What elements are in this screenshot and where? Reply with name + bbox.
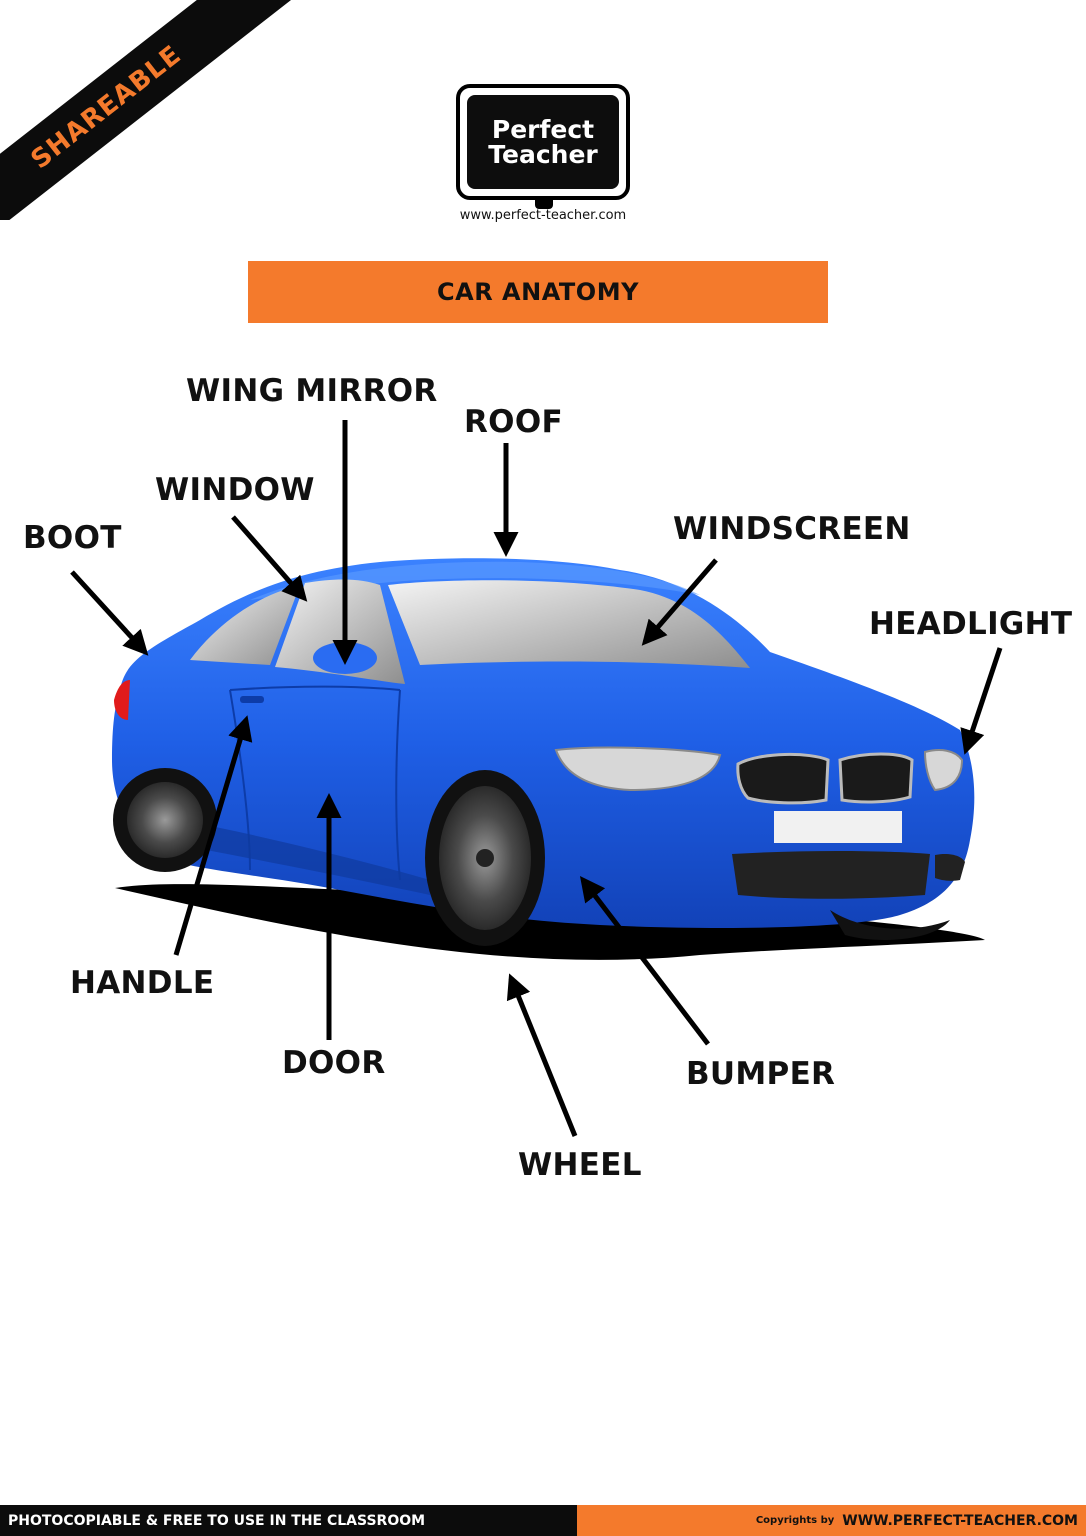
headlight-arrow: [960, 647, 1003, 755]
label-door: DOOR: [282, 1045, 386, 1081]
footer-site-link[interactable]: WWW.PERFECT-TEACHER.COM: [842, 1512, 1078, 1529]
label-bumper: BUMPER: [686, 1056, 836, 1092]
number-plate: [774, 811, 902, 843]
left-headlight-shape: [554, 746, 722, 792]
logo-url: www.perfect-teacher.com: [459, 208, 627, 223]
grille-right: [838, 752, 914, 804]
grille-left: [736, 752, 830, 805]
label-roof: ROOF: [464, 404, 563, 440]
label-window: WINDOW: [155, 472, 315, 508]
windscreen-glass: [388, 580, 750, 668]
taillight: [114, 680, 130, 720]
page-title: CAR ANATOMY: [248, 261, 828, 323]
logo-line-2: Teacher: [488, 140, 598, 169]
door-handle-shape: [240, 696, 264, 703]
label-wheel: WHEEL: [518, 1147, 642, 1183]
rear-window: [190, 585, 300, 665]
windscreen-arrow: [641, 558, 718, 646]
copyright-prefix: Copyrights by: [755, 1515, 835, 1526]
label-windscreen: WINDSCREEN: [673, 511, 911, 547]
window-arrow: [231, 515, 308, 602]
right-headlight-shape: [923, 749, 964, 792]
label-boot: BOOT: [23, 520, 122, 556]
boot-arrow: [70, 570, 149, 656]
car-shadow: [115, 884, 985, 960]
label-headlight: HEADLIGHT: [869, 606, 1073, 642]
footer-left-banner: PHOTOCOPIABLE & FREE TO USE IN THE CLASS…: [0, 1505, 577, 1536]
logo-line-1: Perfect: [491, 115, 595, 144]
handle-arrow: [173, 715, 253, 956]
footer-left-text: PHOTOCOPIABLE & FREE TO USE IN THE CLASS…: [8, 1512, 426, 1529]
perfect-teacher-logo: Perfect Teacher: [456, 84, 630, 209]
wheel-arrow: [506, 973, 578, 1137]
footer-right-banner: Copyrights by WWW.PERFECT-TEACHER.COM: [577, 1505, 1086, 1536]
bumper-arrow: [579, 876, 710, 1046]
label-handle: HANDLE: [70, 965, 215, 1001]
label-wing-mirror: WING MIRROR: [186, 373, 438, 409]
